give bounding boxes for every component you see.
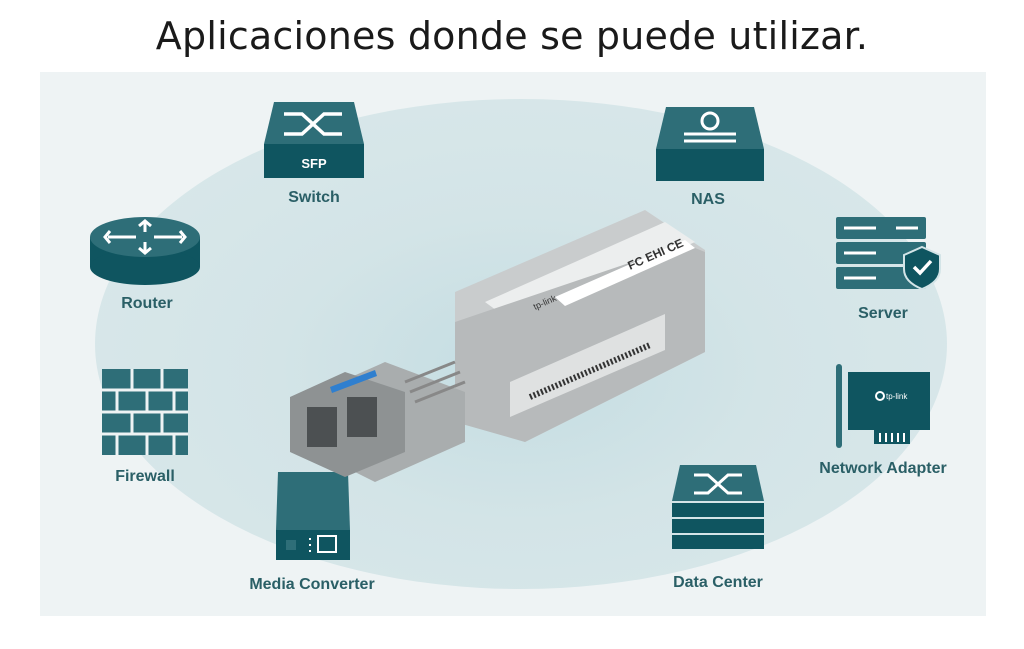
applications-diagram: SFP Switch NAS Router Server Firewall	[40, 72, 986, 616]
firewall-icon	[102, 369, 188, 455]
switch-label: Switch	[288, 189, 340, 206]
network-adapter-label: Network Adapter	[819, 460, 947, 477]
network-adapter-icon: tp-link	[836, 364, 930, 448]
media-converter-label: Media Converter	[249, 576, 375, 593]
data-center-icon	[672, 465, 764, 549]
server-label: Server	[858, 305, 908, 322]
nas-icon	[656, 107, 764, 181]
page-title: Aplicaciones donde se puede utilizar.	[155, 14, 869, 58]
switch-icon: SFP	[264, 102, 364, 178]
data-center-label: Data Center	[673, 574, 763, 591]
sfp-badge: SFP	[301, 156, 327, 171]
tp-link-logo: tp-link	[886, 392, 908, 401]
sfp-module-image: tp-link FC EHI CE	[290, 210, 705, 482]
router-label: Router	[121, 295, 173, 312]
nas-label: NAS	[691, 191, 725, 208]
server-icon	[836, 217, 941, 291]
firewall-label: Firewall	[115, 468, 175, 485]
router-icon	[90, 217, 200, 285]
media-converter-icon	[276, 472, 350, 560]
